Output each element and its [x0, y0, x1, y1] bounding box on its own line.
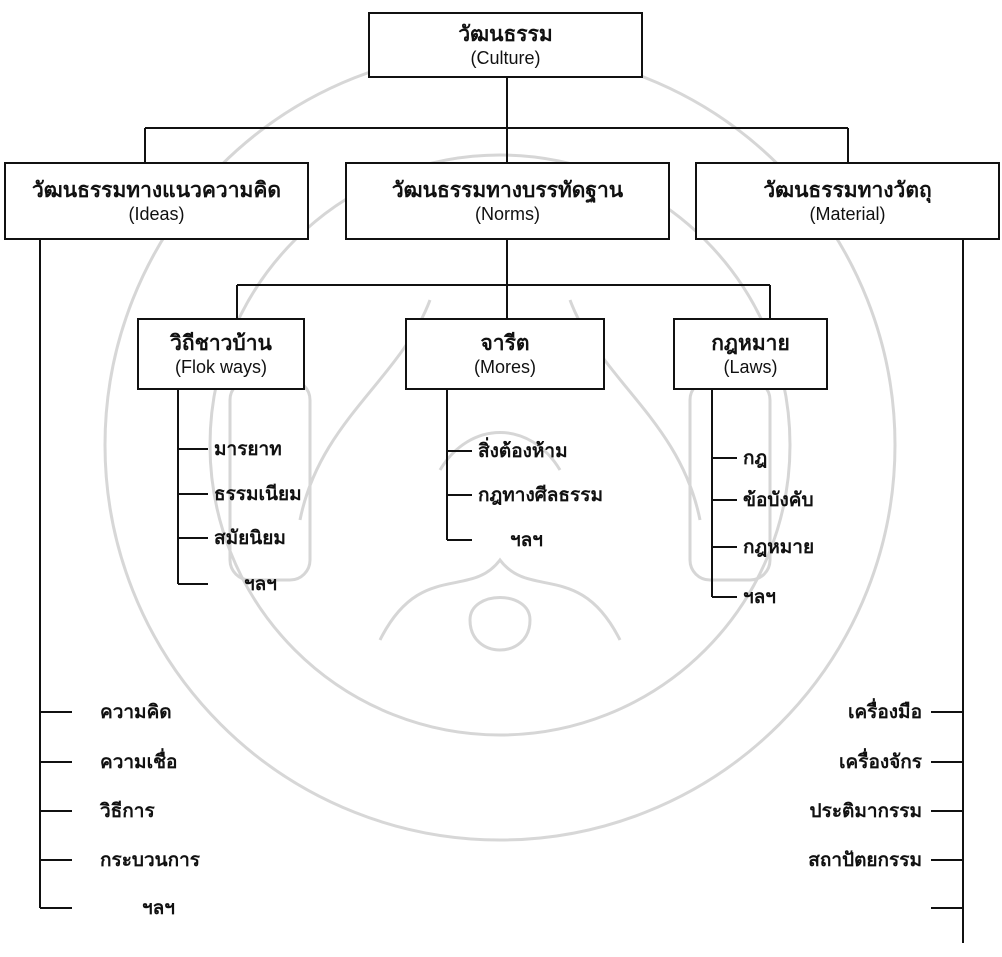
folkways-item-etc: ฯลฯ: [244, 573, 277, 595]
ideas-item-beliefs: ความเชื่อ: [100, 751, 178, 773]
laws-item-regulations: ข้อบังคับ: [743, 489, 814, 511]
laws-item-law: กฎหมาย: [743, 536, 815, 558]
node-mores-english: (Mores): [474, 356, 536, 377]
mores-item-moral-rules: กฎทางศีลธรรม: [478, 484, 603, 506]
ideas-item-thoughts: ความคิด: [100, 701, 172, 723]
ideas-item-methods: วิธีการ: [100, 800, 155, 822]
mores-item-etc: ฯลฯ: [510, 529, 543, 551]
node-ideas-english: (Ideas): [128, 203, 185, 224]
node-mores: จารีต (Mores): [405, 318, 605, 390]
node-material-thai: วัฒนธรรมทางวัตถุ: [763, 177, 932, 202]
ideas-item-etc: ฯลฯ: [142, 897, 175, 919]
material-item-tools: เครื่องมือ: [847, 701, 922, 723]
node-laws-english: (Laws): [723, 356, 778, 377]
root-node-culture: วัฒนธรรม (Culture): [368, 12, 643, 78]
material-item-architecture: สถาปัตยกรรม: [808, 849, 922, 871]
material-item-sculpture: ประติมากรรม: [809, 800, 922, 822]
laws-item-rule: กฎ: [743, 447, 768, 469]
node-folkways: วิถีชาวบ้าน (Flok ways): [137, 318, 305, 390]
folkways-item-fashion: สมัยนิยม: [214, 527, 286, 549]
root-title-thai: วัฒนธรรม: [458, 21, 553, 46]
node-material-english: (Material): [809, 203, 886, 224]
node-norms: วัฒนธรรมทางบรรทัดฐาน (Norms): [345, 162, 670, 240]
folkways-item-customs: ธรรมเนียม: [214, 483, 302, 505]
node-laws-thai: กฎหมาย: [711, 330, 790, 355]
folkways-item-manners: มารยาท: [214, 438, 282, 460]
node-norms-thai: วัฒนธรรมทางบรรทัดฐาน: [391, 177, 624, 202]
root-title-english: (Culture): [470, 47, 541, 68]
node-folkways-english: (Flok ways): [174, 356, 267, 377]
node-folkways-thai: วิถีชาวบ้าน: [170, 330, 272, 355]
node-norms-english: (Norms): [475, 203, 540, 224]
node-ideas-thai: วัฒนธรรมทางแนวความคิด: [31, 177, 282, 202]
node-material: วัฒนธรรมทางวัตถุ (Material): [695, 162, 1000, 240]
material-item-machines: เครื่องจักร: [839, 751, 922, 773]
laws-item-etc: ฯลฯ: [743, 586, 776, 608]
node-mores-thai: จารีต: [480, 330, 530, 355]
node-ideas: วัฒนธรรมทางแนวความคิด (Ideas): [4, 162, 309, 240]
mores-item-taboos: สิ่งต้องห้าม: [478, 440, 568, 462]
node-laws: กฎหมาย (Laws): [673, 318, 828, 390]
ideas-item-processes: กระบวนการ: [100, 849, 201, 871]
